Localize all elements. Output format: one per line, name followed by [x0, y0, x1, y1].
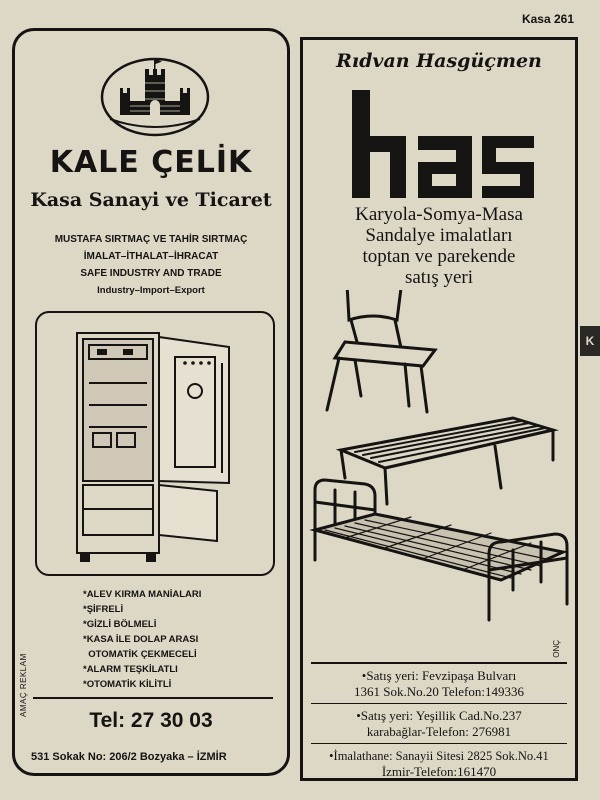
list-item: *ALARM TEŞKİLATLI	[83, 664, 178, 675]
section-tab: K	[580, 326, 600, 356]
owner-name: Rıdvan Hasgüçmen	[336, 50, 542, 72]
product-line: toptan ve parekende	[362, 246, 516, 267]
address: 531 Sokak No: 206/2 Bozyaka – İZMİR	[31, 751, 227, 763]
safe-illustration-frame	[35, 311, 275, 576]
list-item: *ŞİFRELİ	[83, 604, 124, 615]
company-line: SAFE INDUSTRY AND TRADE	[80, 268, 222, 279]
feature-list: *ALEV KIRMA MANİALARI *ŞİFRELİ *GİZLİ BÖ…	[83, 587, 201, 692]
product-line: Sandalye imalatları	[365, 225, 513, 246]
divider	[33, 697, 273, 699]
agency-credit: AMAÇ REKLAM	[19, 653, 28, 717]
list-item: OTOMATİK ÇEKMECELİ	[83, 649, 197, 660]
contact-block: •Satış yeri: Yeşillik Cad.No.237 karabağ…	[311, 704, 567, 744]
furniture-illustration	[309, 290, 569, 622]
list-item: *KASA İLE DOLAP ARASI	[83, 634, 199, 645]
company-line: İMALAT–İTHALAT–İHRACAT	[83, 251, 219, 262]
contact-info: •Satış yeri: Fevzipaşa Bulvarı 1361 Sok.…	[311, 662, 567, 783]
castle-logo-icon	[100, 57, 210, 137]
contact-block: •İmalathane: Sanayii Sitesi 2825 Sok.No.…	[311, 744, 567, 783]
list-item: *ALEV KIRMA MANİALARI	[83, 589, 202, 600]
product-lines: Karyola-Somya-Masa Sandalye imalatları t…	[303, 204, 575, 288]
contact-line: •İmalathane: Sanayii Sitesi 2825 Sok.No.…	[329, 749, 549, 763]
agency-credit: ONÇ	[552, 640, 561, 658]
brand-name: KALE ÇELİK	[49, 145, 253, 180]
contact-line: •Satış yeri: Yeşillik Cad.No.237	[356, 708, 522, 723]
page-label: Kasa 261	[521, 12, 574, 26]
safe-illustration	[76, 332, 230, 562]
company-line: MUSTAFA SIRTMAÇ VE TAHİR SIRTMAÇ	[54, 234, 248, 245]
has-furniture-ad: Rıdvan Hasgüçmen has Karyola-Somya-Masa …	[300, 37, 578, 781]
list-item: *OTOMATİK KİLİTLİ	[83, 679, 172, 690]
kale-celik-ad: KALE ÇELİK Kasa Sanayi ve Ticaret MUSTAF…	[12, 28, 290, 776]
contact-line: •Satış yeri: Fevzipaşa Bulvarı	[361, 668, 517, 683]
list-item: *GİZLİ BÖLMELİ	[83, 619, 157, 630]
has-logo-icon	[352, 90, 534, 198]
contact-line: İzmir-Telefon:161470	[381, 764, 497, 779]
company-line: Industry–Import–Export	[97, 285, 205, 296]
telephone: Tel: 27 30 03	[89, 709, 213, 732]
product-line: Karyola-Somya-Masa	[355, 204, 523, 225]
contact-block: •Satış yeri: Fevzipaşa Bulvarı 1361 Sok.…	[311, 664, 567, 704]
contact-line: 1361 Sok.No.20 Telefon:149336	[353, 684, 524, 699]
contact-line: karabağlar-Telefon: 276981	[366, 724, 512, 739]
product-line: satış yeri	[404, 267, 474, 288]
company-lines: MUSTAFA SIRTMAÇ VE TAHİR SIRTMAÇ İMALAT–…	[15, 231, 287, 299]
brand-subtitle: Kasa Sanayi ve Ticaret	[30, 189, 272, 211]
